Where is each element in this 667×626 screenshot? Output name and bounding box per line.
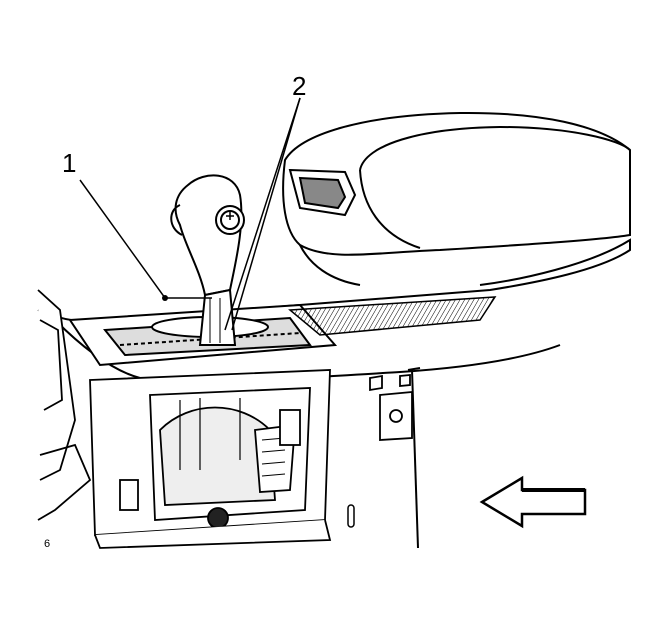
armrest <box>282 111 631 286</box>
callout-label-1: 1 <box>62 148 77 178</box>
mesh-insert <box>288 296 497 336</box>
console-slot <box>347 504 355 528</box>
callout-label-2: 2 <box>292 71 307 101</box>
leader-dot <box>162 295 168 301</box>
corner-code: 6 <box>44 538 51 550</box>
armrest-pocket <box>288 168 357 217</box>
shifter-mechanism <box>89 369 332 549</box>
shift-knob <box>170 174 245 346</box>
direction-arrow-icon <box>479 475 587 529</box>
left-bracket <box>37 289 92 521</box>
right-bracket <box>369 374 413 441</box>
